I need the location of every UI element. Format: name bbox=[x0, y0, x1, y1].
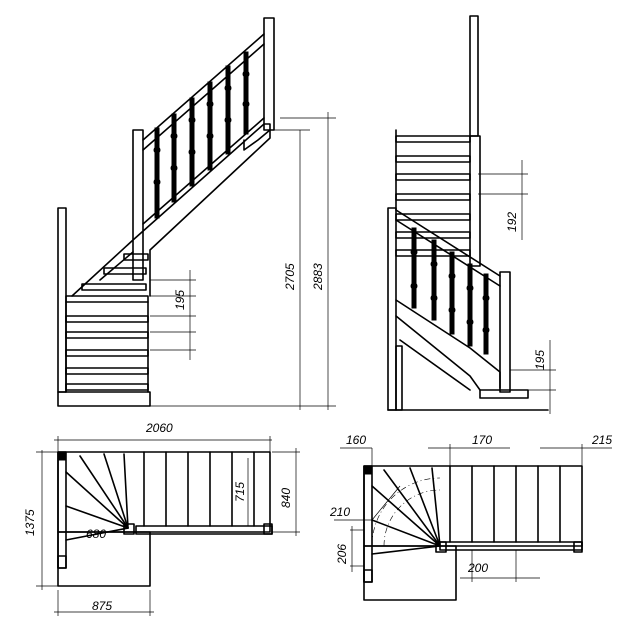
dim-nosing: 215 bbox=[591, 433, 612, 447]
dim-winder-radius: 680 bbox=[86, 527, 106, 541]
dim-step-rise-a: 195 bbox=[173, 290, 187, 310]
side-elevation-b: 192 195 bbox=[387, 15, 556, 414]
balusters-b bbox=[410, 227, 490, 355]
plan-a-winders bbox=[65, 453, 129, 541]
balusters-a bbox=[153, 51, 250, 219]
dim-width-outer: 840 bbox=[279, 488, 293, 508]
plan-b-treads bbox=[449, 465, 561, 543]
dim-base-width: 875 bbox=[92, 599, 112, 613]
plan-view-a: 2060 1375 715 840 680 875 bbox=[23, 421, 300, 616]
lower-treads bbox=[65, 295, 149, 393]
dim-rise-total: 2705 bbox=[283, 263, 297, 291]
dim-length: 2060 bbox=[145, 421, 173, 435]
dim-flight-width: 715 bbox=[233, 482, 247, 502]
side-elevation-a: 195 2705 2883 bbox=[57, 17, 336, 410]
dim-lower-going: 200 bbox=[467, 561, 488, 575]
plan-b-winders bbox=[371, 467, 441, 555]
dim-going: 170 bbox=[472, 433, 492, 447]
dim-height-total: 2883 bbox=[311, 263, 325, 291]
dim-offset-left: 160 bbox=[346, 433, 366, 447]
newel-post-top-b bbox=[469, 15, 479, 137]
dim-step-rise-lower-b: 195 bbox=[533, 350, 547, 370]
dim-depth: 1375 bbox=[23, 509, 37, 536]
dim-winder-offset: 210 bbox=[329, 505, 350, 519]
dim-landing-gap: 206 bbox=[335, 544, 349, 565]
dim-step-rise-upper-b: 192 bbox=[505, 212, 519, 232]
newel-post-lower bbox=[57, 207, 67, 393]
plan-a-treads bbox=[143, 451, 255, 527]
newel-post-middle bbox=[132, 129, 144, 281]
upper-treads-b bbox=[395, 135, 471, 257]
plan-view-b: 160 170 215 210 206 200 bbox=[329, 433, 612, 601]
newel-post-top bbox=[263, 17, 275, 131]
